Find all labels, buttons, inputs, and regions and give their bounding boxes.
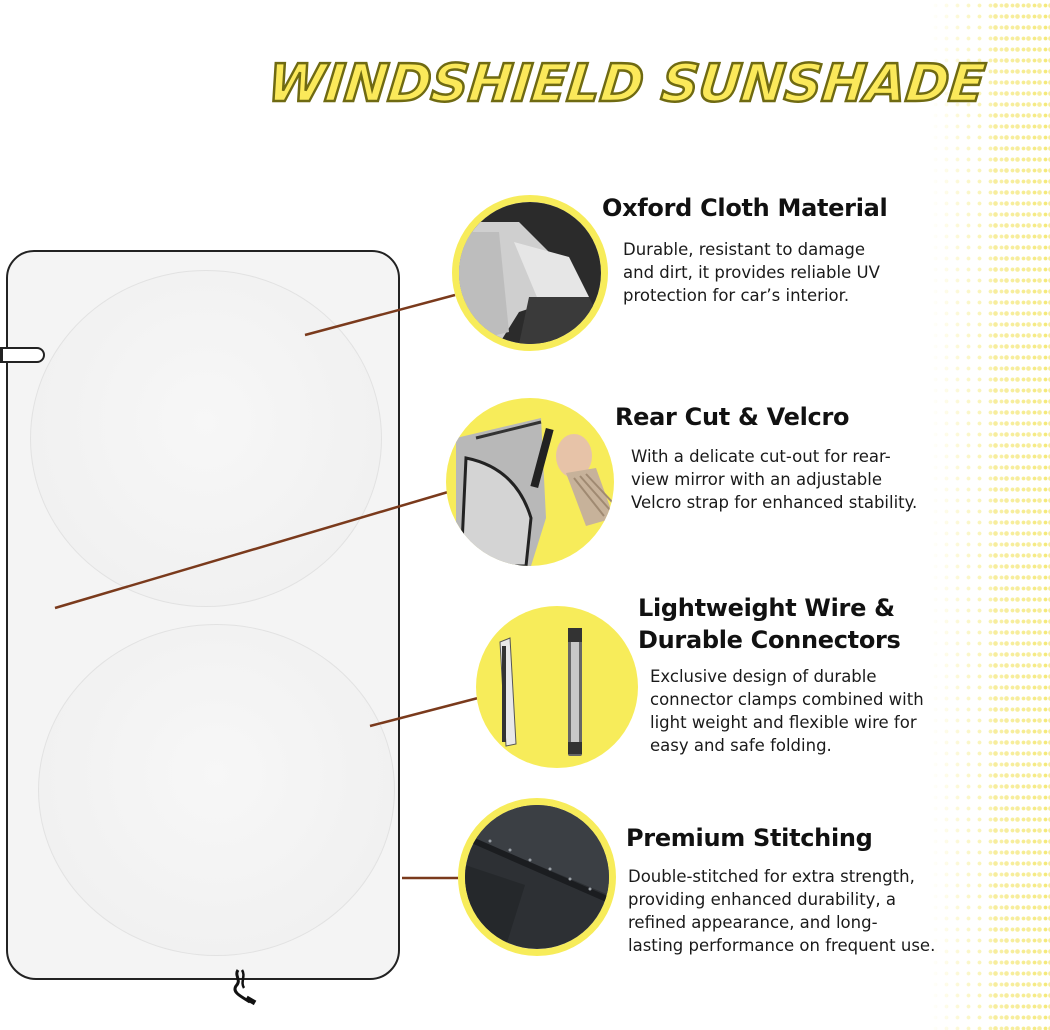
- stitching-closeup-image: [458, 798, 616, 956]
- stitching-icon: [465, 805, 609, 949]
- wire-connector-closeup-image: [476, 606, 638, 768]
- feature-title-premium-stitching: Premium Stitching: [626, 824, 873, 852]
- feature-title-oxford-cloth: Oxford Cloth Material: [602, 194, 888, 222]
- feature-desc-rear-cut-velcro: With a delicate cut-out for rear- view m…: [631, 447, 918, 512]
- wire-connector-icon: [499, 628, 582, 756]
- feature-title-wire-connectors: Lightweight Wire & Durable Connectors: [638, 592, 901, 656]
- feature-desc-wire-connectors: Exclusive design of durable connector cl…: [650, 667, 924, 755]
- mirror-cutout-notch: [0, 347, 45, 363]
- feature-title-rear-cut-velcro: Rear Cut & Velcro: [615, 403, 850, 431]
- feature-title-wire-connectors-line1: Lightweight Wire &: [638, 594, 895, 622]
- sunshade-product-image: [6, 250, 400, 980]
- fabric-fold-icon: [459, 202, 601, 344]
- halftone-dot-pattern-dense: [990, 0, 1050, 1030]
- feature-title-wire-connectors-line2: Durable Connectors: [638, 626, 901, 654]
- storage-strap-icon: [233, 969, 257, 1006]
- oxford-cloth-closeup-image: [452, 195, 608, 351]
- feature-desc-premium-stitching: Double-stitched for extra strength, prov…: [628, 867, 936, 955]
- sunshade-bottom-panel: [38, 624, 395, 956]
- feature-desc-oxford-cloth: Durable, resistant to damage and dirt, i…: [623, 240, 880, 305]
- velcro-strap-closeup-image: [446, 398, 614, 566]
- page-title: WINDSHIELD SUNSHADE: [264, 53, 990, 116]
- velcro-strap-icon: [456, 418, 614, 566]
- sunshade-top-panel: [30, 270, 382, 607]
